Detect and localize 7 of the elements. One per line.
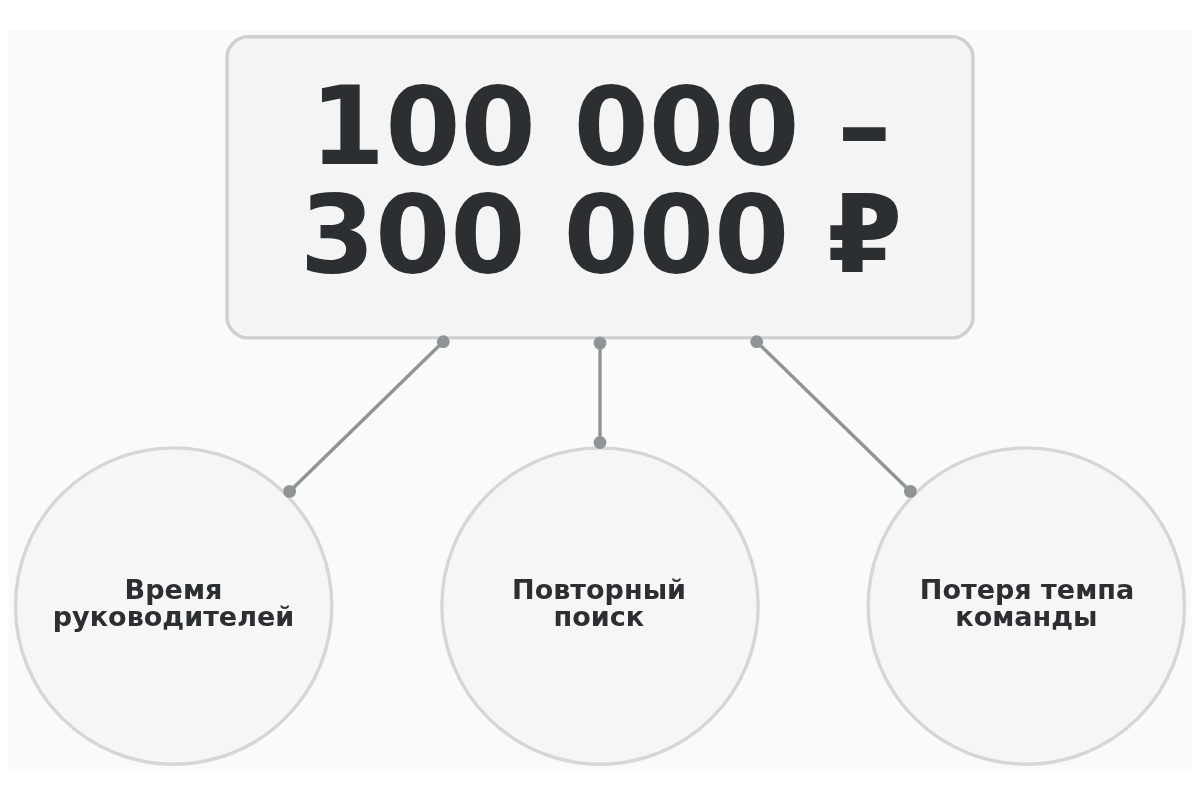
node-circle: Потеря темпа команды <box>866 445 1187 766</box>
connector <box>283 334 450 498</box>
connector <box>750 334 917 498</box>
node-box: 100 000 – 300 000 ₽ <box>225 34 975 340</box>
connector <box>593 336 607 449</box>
node-circle: Повторный поиск <box>440 445 760 766</box>
node-circle: Время руководителей <box>13 445 334 766</box>
